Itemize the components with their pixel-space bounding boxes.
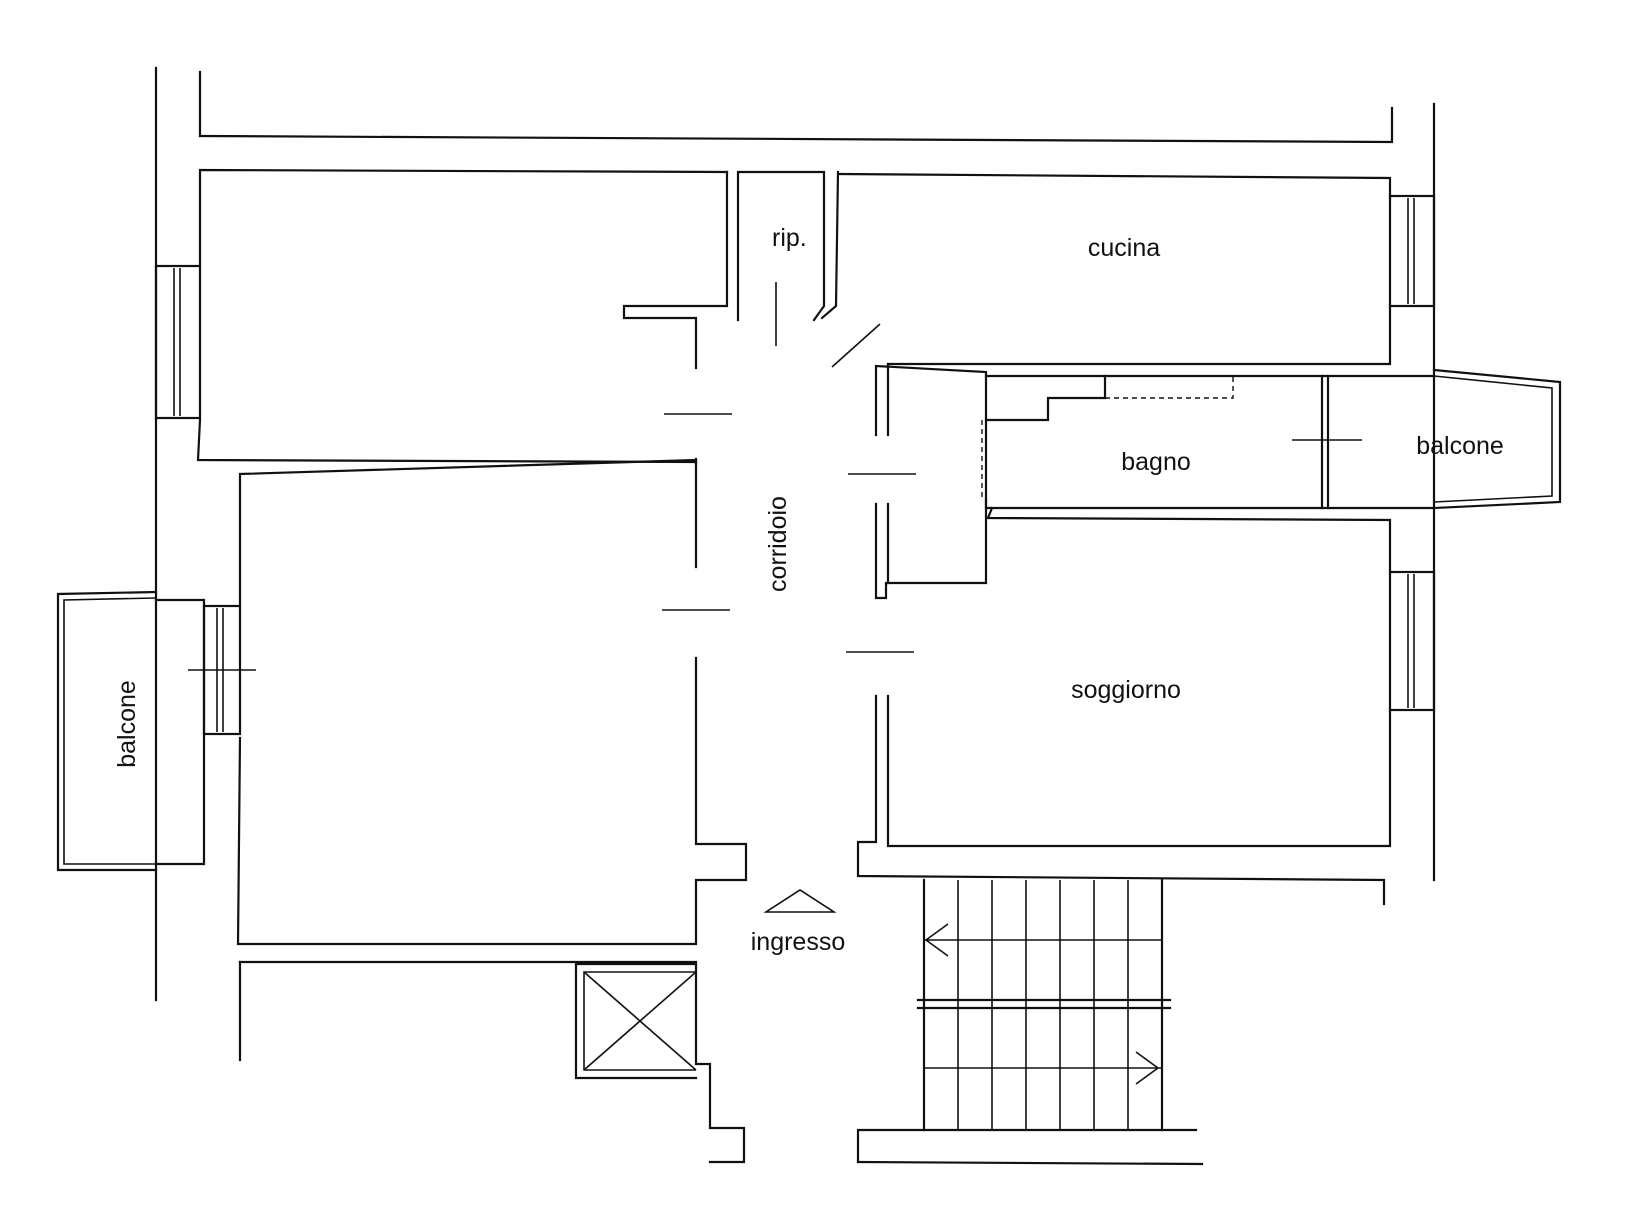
label-soggiorno: soggiorno xyxy=(1071,676,1181,704)
label-cucina: cucina xyxy=(1088,234,1160,262)
label-ingresso: ingresso xyxy=(751,928,846,956)
entrance-arrow-icon xyxy=(763,889,837,913)
label-balcone-right: balcone xyxy=(1416,432,1504,460)
room-bedroom-bottom xyxy=(236,458,748,946)
label-rip: rip. xyxy=(772,224,807,252)
stairwell-area xyxy=(238,960,1204,1166)
room-cucina xyxy=(836,172,1392,366)
staircase xyxy=(916,878,1172,1132)
room-bedroom-top xyxy=(196,168,729,569)
room-bagno xyxy=(874,362,1434,600)
room-balcone-right xyxy=(1432,368,1562,510)
label-bagno: bagno xyxy=(1121,448,1191,476)
label-corridoio: corridoio xyxy=(764,496,792,592)
doors xyxy=(662,413,916,653)
room-ripostiglio xyxy=(736,170,881,368)
room-soggiorno xyxy=(856,506,1392,906)
outer-walls xyxy=(154,66,1436,1002)
label-balcone-left: balcone xyxy=(113,680,141,768)
windows xyxy=(154,194,1436,736)
